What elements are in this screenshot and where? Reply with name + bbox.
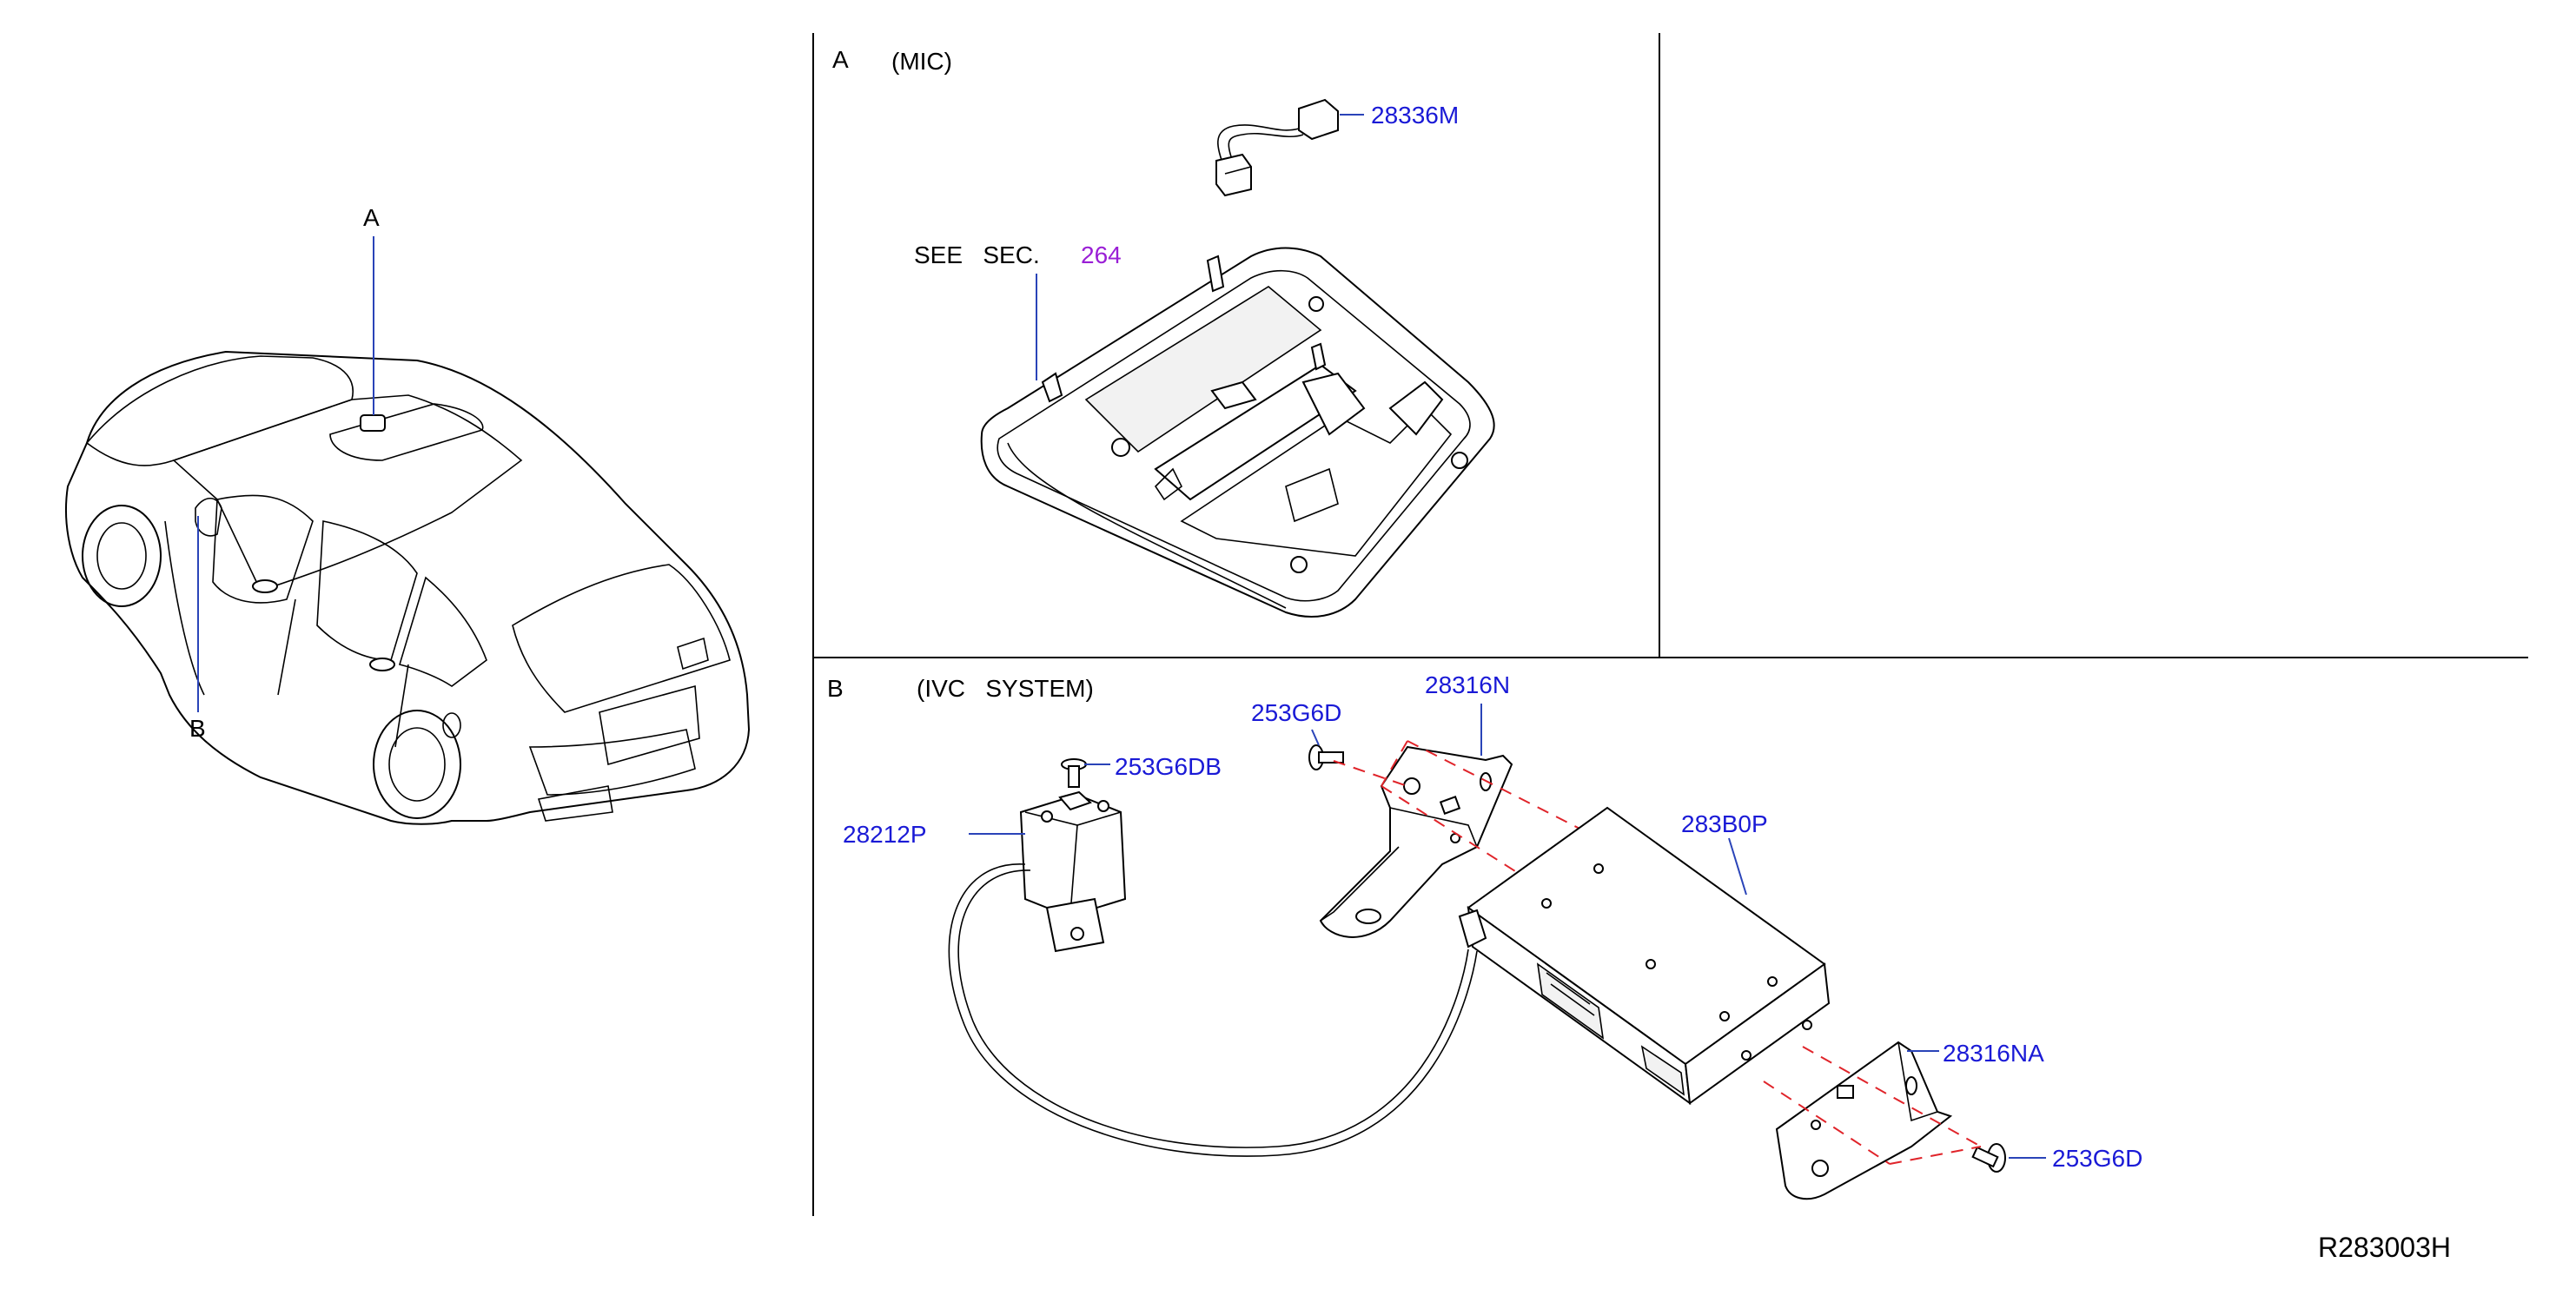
label-253g6d-lower: 253G6D — [2052, 1145, 2142, 1172]
section-a-letter: A — [832, 46, 849, 73]
upper-bracket-part — [1319, 745, 1513, 938]
vehicle-callout-b: B — [189, 715, 206, 742]
section-b-letter: B — [827, 675, 844, 702]
see-sec-number[interactable]: 264 — [1081, 241, 1122, 268]
label-28336m: 28336M — [1371, 102, 1459, 129]
mic-screw-part — [1061, 758, 1087, 788]
upper-screw-part — [1308, 744, 1344, 770]
lower-screw-part — [1971, 1143, 2006, 1173]
diagram-code: R283003H — [2318, 1232, 2451, 1263]
lower-bracket-part — [1775, 1041, 1953, 1200]
mic-harness-part — [1215, 98, 1339, 197]
vehicle-callout-a: A — [363, 204, 380, 231]
label-28316n: 28316N — [1425, 671, 1510, 698]
control-unit-part — [1458, 806, 1831, 1106]
vehicle-illustration — [65, 236, 751, 825]
label-28212p: 28212P — [843, 821, 927, 848]
label-253g6db: 253G6DB — [1115, 753, 1222, 780]
label-283b0p: 283B0P — [1681, 810, 1768, 837]
section-a-title: (MIC) — [891, 48, 952, 75]
overhead-console-part — [980, 247, 1495, 618]
label-28316na: 28316NA — [1943, 1040, 2044, 1067]
mic-unit-part — [948, 790, 1478, 1157]
dashed-guides-upper — [1333, 740, 1591, 878]
dashed-guides-lower — [1763, 1046, 1982, 1165]
section-b-title: (IVC SYSTEM) — [917, 675, 1094, 702]
frame-lines — [812, 33, 2528, 1216]
label-253g6d-upper: 253G6D — [1251, 699, 1341, 726]
see-sec-text: SEE SEC. — [914, 241, 1040, 268]
